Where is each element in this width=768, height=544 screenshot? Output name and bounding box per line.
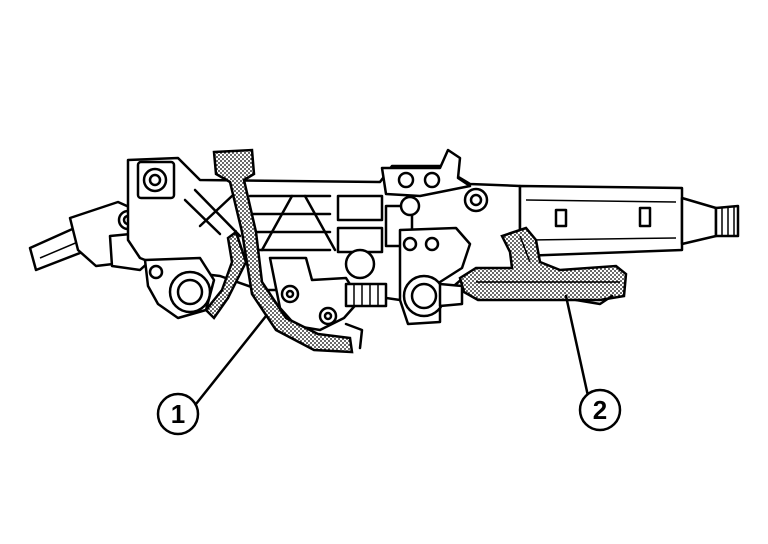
wiring-harness bbox=[204, 148, 364, 354]
callout-1: 1 bbox=[156, 392, 200, 436]
tilt-motor bbox=[143, 256, 216, 320]
callout-1-label: 1 bbox=[171, 399, 185, 429]
callout-leaders bbox=[194, 294, 590, 406]
upper-bracket bbox=[380, 148, 489, 217]
column-cover bbox=[458, 226, 628, 306]
telescope-motor bbox=[398, 226, 472, 326]
center-module bbox=[268, 256, 388, 332]
callout-2: 2 bbox=[578, 388, 622, 432]
mounting-bolt-left bbox=[136, 160, 176, 200]
callout-2-label: 2 bbox=[593, 395, 607, 425]
